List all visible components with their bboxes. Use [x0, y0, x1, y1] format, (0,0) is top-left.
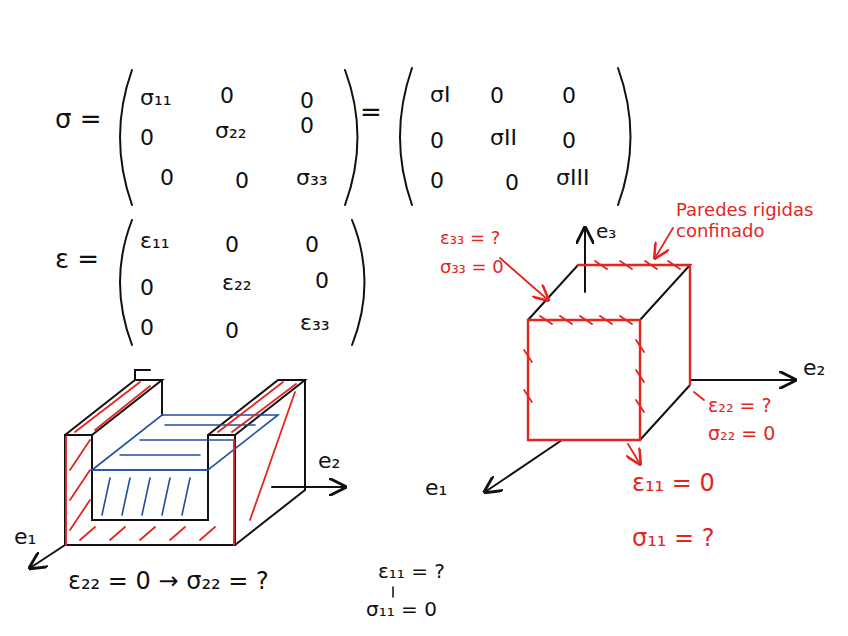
math-label: 0 — [160, 165, 174, 190]
matrix-bracket — [120, 220, 132, 345]
math-label: 0 — [300, 113, 314, 138]
math-label: e₃ — [596, 220, 616, 243]
axis-arrow — [584, 228, 586, 292]
block-front — [92, 469, 208, 471]
math-label: σ₁₁ = ? — [632, 525, 715, 553]
math-label: σ₁₁ — [140, 85, 172, 110]
math-label: ε₁₁ = ? — [378, 560, 445, 583]
axis-arrow — [690, 379, 795, 381]
math-label: ε₂₂ — [222, 270, 252, 295]
math-label: σ₂₂ = 0 — [708, 423, 775, 445]
math-label: σI — [430, 82, 450, 107]
cube-edge — [640, 265, 690, 440]
cube-front — [528, 320, 640, 440]
math-label: ε₁₁ — [140, 228, 170, 253]
math-label: 0 — [505, 170, 519, 195]
axis-arrow — [272, 486, 345, 488]
axis-arrow — [485, 440, 562, 492]
math-label: 0 — [430, 168, 444, 193]
math-label: 0 — [490, 83, 504, 108]
leader-arrow — [655, 228, 673, 258]
channel-front — [65, 435, 235, 545]
math-label: ε₃₃ — [300, 310, 330, 335]
matrix-bracket — [400, 68, 412, 205]
matrix-bracket — [352, 220, 365, 345]
block-hatch — [102, 478, 190, 515]
rigid-wall — [528, 320, 640, 440]
wall-hatch — [234, 392, 295, 545]
matrix-bracket — [618, 68, 631, 205]
math-label: ε₁₁ = 0 — [632, 470, 715, 498]
math-label: 0 — [225, 232, 239, 257]
wall-hatch — [595, 261, 680, 269]
wall-hatch — [524, 340, 644, 412]
math-label: 0 — [562, 128, 576, 153]
math-label: ε₃₃ = ? — [440, 228, 500, 249]
math-label: σ₂₂ — [215, 118, 247, 143]
wall-hatch — [540, 316, 632, 324]
matrix-bracket — [120, 70, 132, 205]
math-label: 0 — [140, 315, 154, 340]
math-label: σ₃₃ = 0 — [440, 257, 504, 278]
math-label: σ₁₁ = 0 — [366, 598, 437, 621]
math-label: σII — [490, 125, 517, 150]
channel-inner-edge — [161, 380, 163, 415]
math-label: e₂ — [803, 355, 825, 380]
math-label: = — [360, 98, 382, 128]
implies-arrow — [392, 587, 394, 597]
math-label: σIII — [556, 165, 589, 190]
math-label: e₂ — [318, 448, 340, 473]
math-label: ε₂₂ = ? — [708, 395, 772, 417]
wall-hatch — [66, 437, 90, 545]
math-label: 0 — [220, 83, 234, 108]
math-label: Paredes rigidas confinado — [676, 200, 836, 241]
channel-mark — [135, 370, 150, 380]
matrix-bracket — [345, 70, 358, 205]
math-label: 0 — [140, 125, 154, 150]
rigid-wall — [578, 265, 690, 385]
math-label: σ = — [55, 105, 102, 135]
math-label: e₁ — [14, 524, 36, 549]
channel-side — [235, 380, 305, 545]
math-label: 0 — [235, 168, 249, 193]
cube-edge — [528, 265, 690, 320]
leader-arrow — [694, 392, 704, 400]
leader-arrow — [500, 258, 548, 300]
math-label: 0 — [430, 128, 444, 153]
math-label: 0 — [562, 83, 576, 108]
math-label: ε = — [55, 245, 99, 275]
wall-hatch — [75, 382, 150, 432]
math-label: 0 — [225, 318, 239, 343]
math-label: 0 — [300, 88, 314, 113]
wall-hatch — [80, 527, 215, 540]
leader-arrow — [628, 444, 640, 464]
math-label: 0 — [315, 268, 329, 293]
math-label: e₁ — [425, 475, 447, 500]
math-label: ε₂₂ = 0 → σ₂₂ = ? — [68, 568, 269, 596]
math-label: 0 — [140, 275, 154, 300]
block-top — [92, 415, 278, 470]
math-label: 0 — [305, 232, 319, 257]
math-label: σ₃₃ — [296, 165, 328, 190]
